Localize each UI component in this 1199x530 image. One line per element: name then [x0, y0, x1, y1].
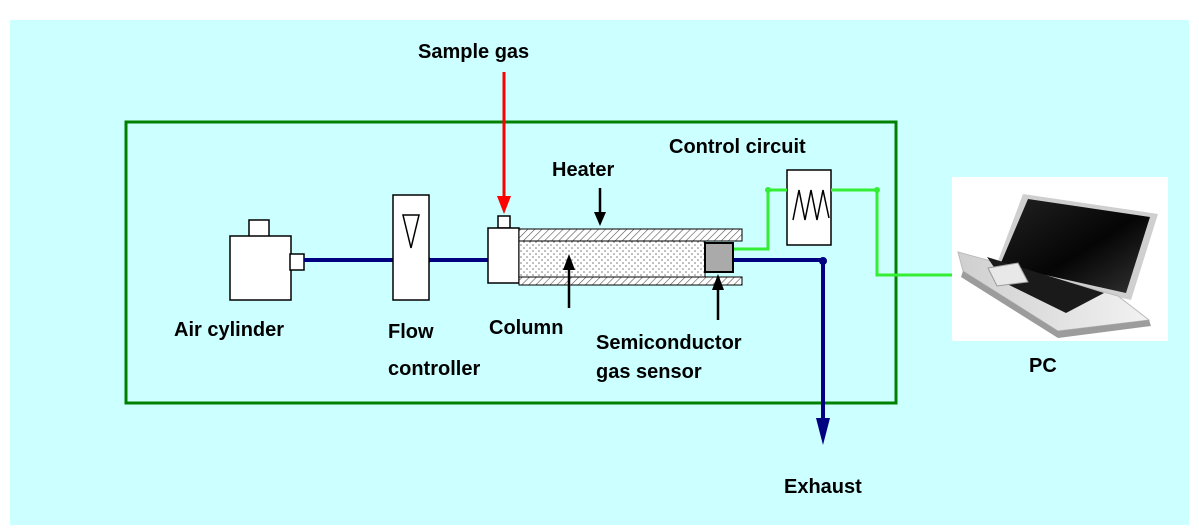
column-arrow [563, 254, 575, 308]
pc-label: PC [1029, 355, 1057, 377]
air-cylinder-label: Air cylinder [174, 319, 284, 341]
semiconductor-sensor-icon [704, 242, 734, 273]
flow-controller-label-line1: Flow [388, 321, 434, 343]
laptop-icon [952, 177, 1168, 341]
column-label: Column [489, 317, 563, 339]
heater-label: Heater [552, 159, 614, 181]
injector-port-icon [487, 215, 520, 284]
heater-arrow [594, 188, 606, 226]
control-circuit-label: Control circuit [669, 136, 806, 158]
exhaust-label: Exhaust [784, 476, 862, 498]
signal-wire [734, 188, 990, 277]
flow-controller-icon [392, 194, 430, 301]
sensor-label-line2: gas sensor [596, 361, 702, 383]
signal-wire-joints [765, 187, 880, 193]
sensor-arrow [712, 274, 724, 320]
sample-gas-label: Sample gas [418, 41, 529, 63]
gc-enclosure-box [124, 120, 898, 405]
sample-gas-arrow [497, 72, 511, 214]
flow-controller-label-line2: controller [388, 358, 480, 380]
exhaust-arrow [816, 418, 830, 445]
air-cylinder-icon [229, 219, 305, 301]
sensor-label-line1: Semiconductor [596, 332, 742, 354]
control-circuit-icon [786, 169, 832, 246]
